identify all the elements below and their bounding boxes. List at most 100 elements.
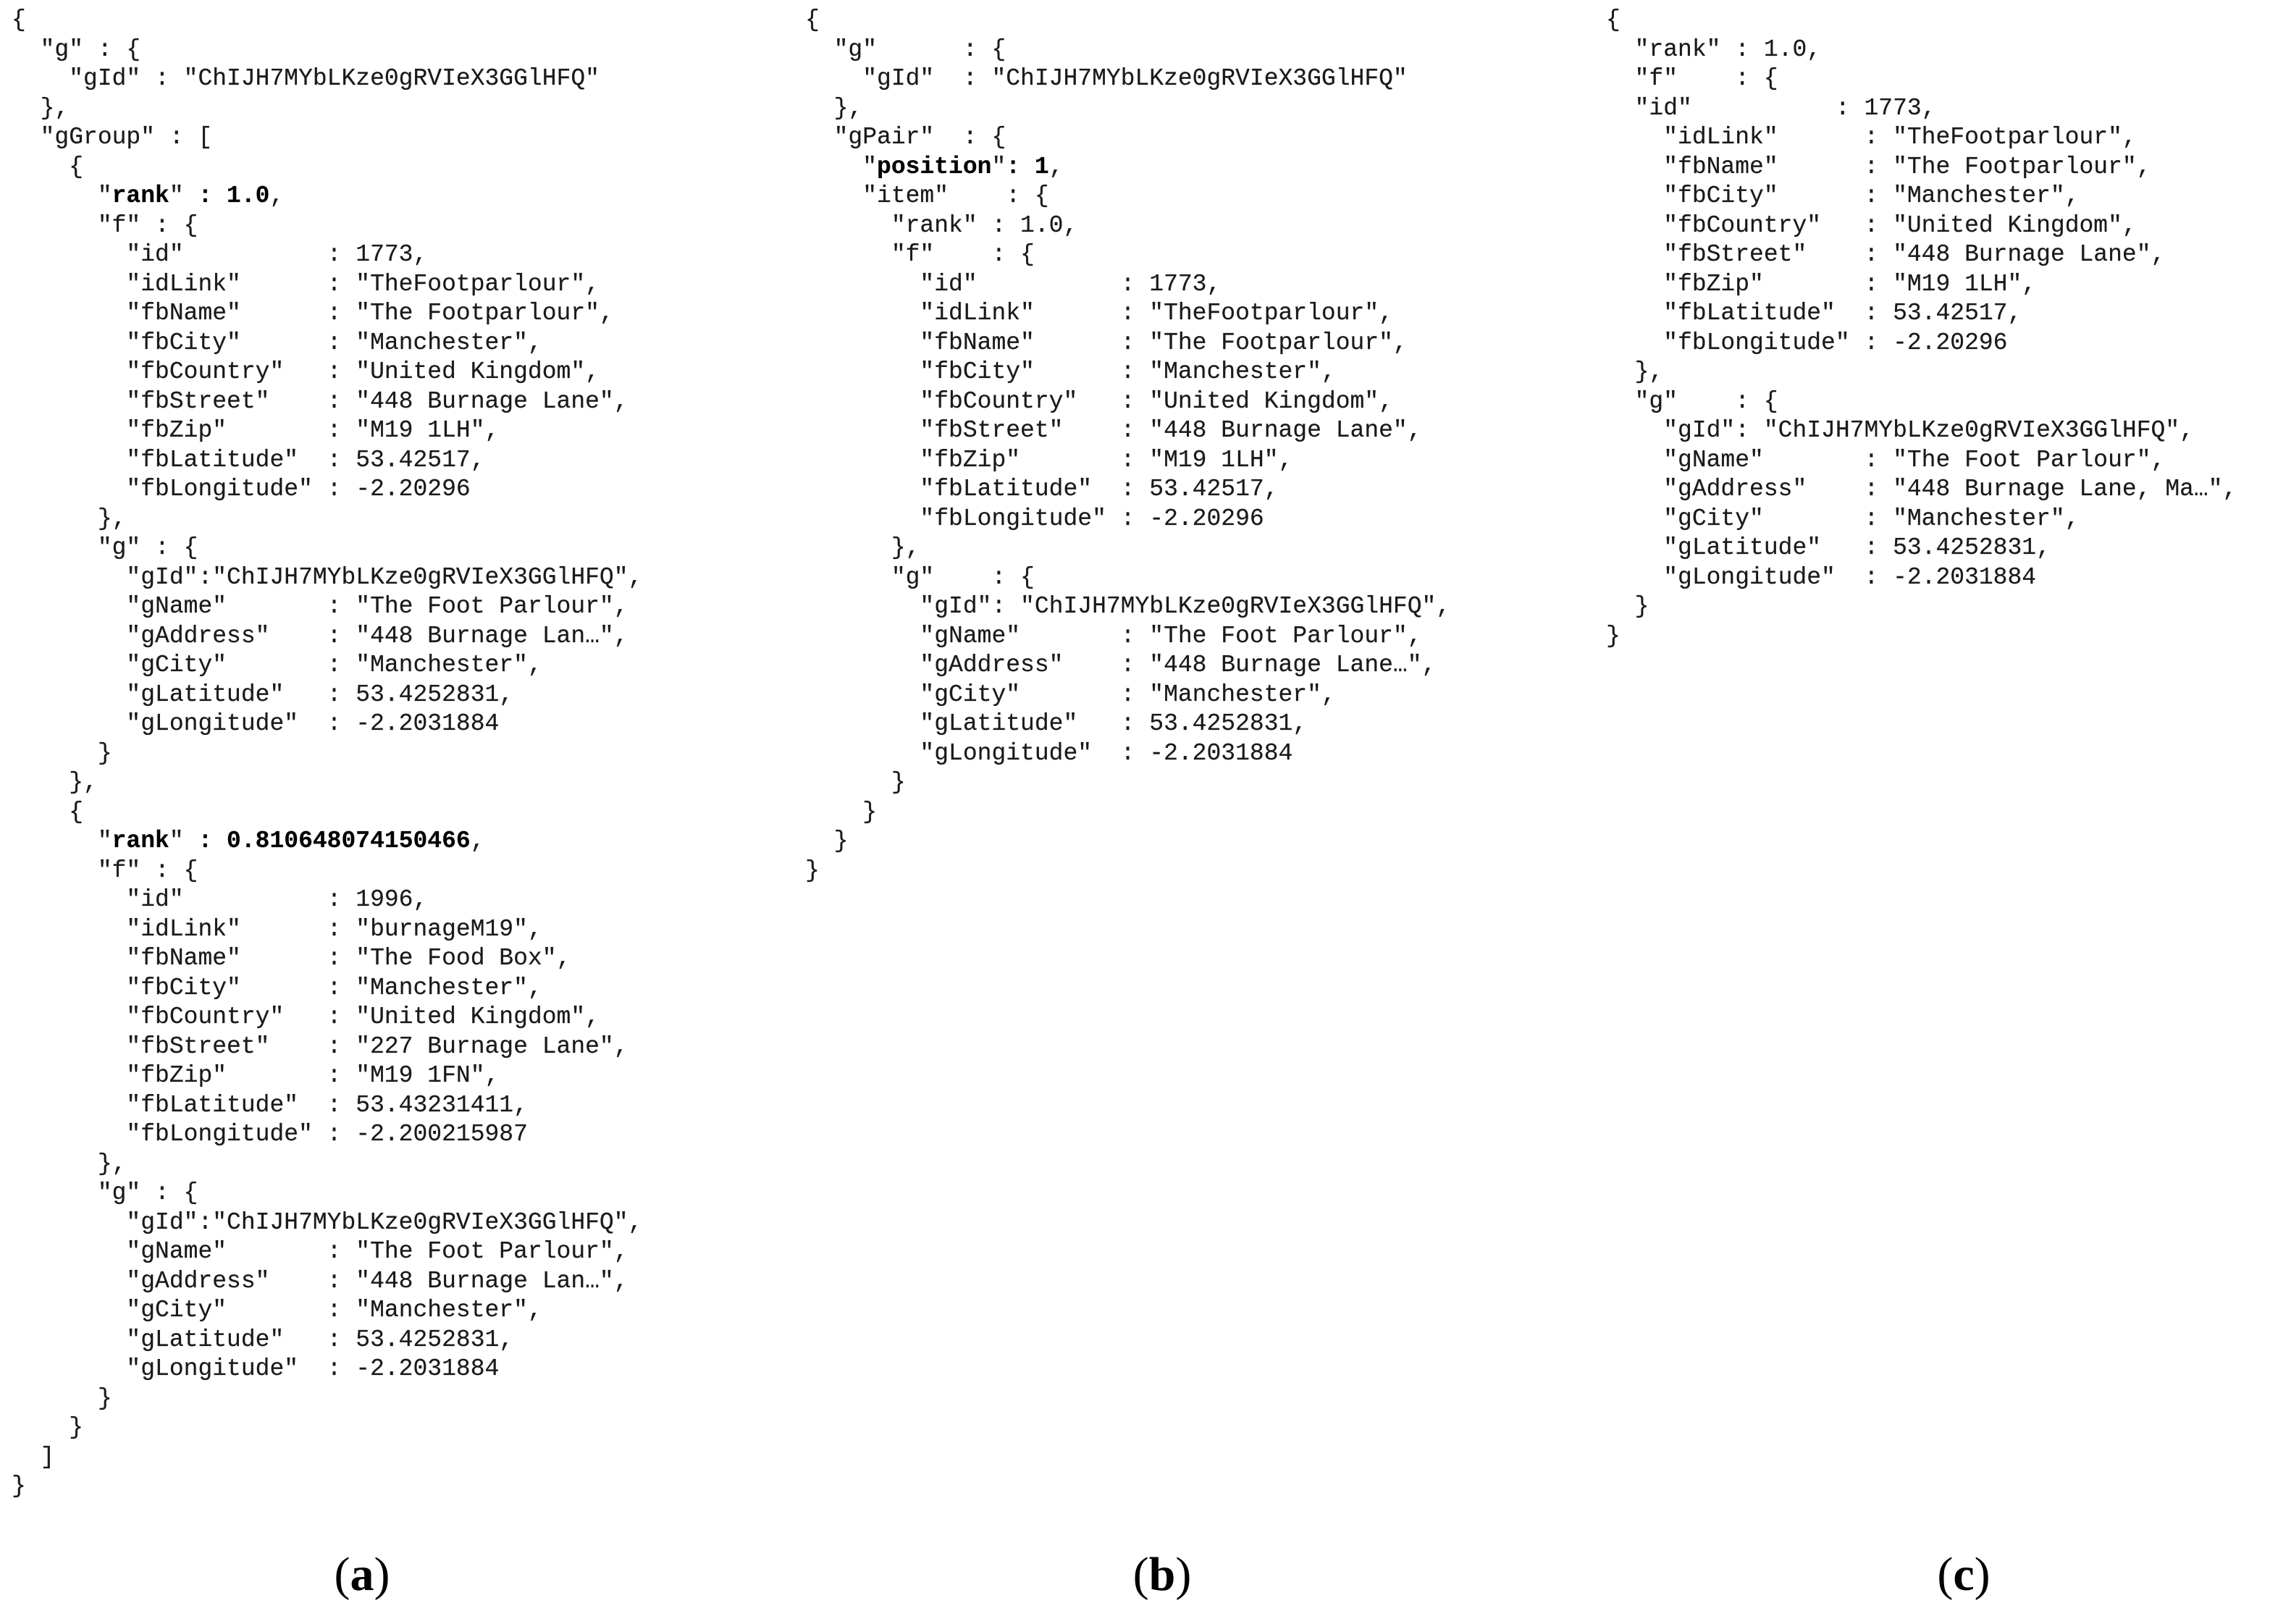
- code-line: "id" : 1773,: [1606, 94, 2237, 124]
- code-line: "position": 1,: [805, 153, 1450, 182]
- code-token: "fbLatitude" : 53.42517,: [805, 476, 1279, 502]
- code-token: ": [169, 828, 198, 854]
- code-line: "gName" : "The Foot Parlour",: [805, 622, 1450, 652]
- code-token: "id" : 1773,: [1606, 94, 1936, 122]
- code-line: "fbCountry" : "United Kingdom",: [1606, 211, 2237, 241]
- code-line: "gLatitude" : 53.4252831,: [12, 1326, 642, 1355]
- code-token: {: [12, 153, 84, 180]
- code-token: }: [1606, 622, 1620, 649]
- code-line: {: [805, 6, 1450, 35]
- code-token: },: [12, 1150, 127, 1177]
- code-token: "rank" : 1.0,: [1606, 35, 1822, 63]
- caption-b: (b): [1133, 1546, 1192, 1604]
- code-line: "fbCountry" : "United Kingdom",: [12, 1003, 642, 1032]
- code-line: }: [805, 827, 1450, 857]
- code-token: "rank" : 1.0,: [805, 211, 1078, 239]
- code-line: "gId" : "ChIJH7MYbLKze0gRVIeX3GGlHFQ": [805, 64, 1450, 94]
- code-token: ,: [1048, 153, 1064, 180]
- code-line: "fbCity" : "Manchester",: [1606, 182, 2237, 211]
- code-line: "rank" : 1.0,: [805, 211, 1450, 241]
- code-line: "gLatitude" : 53.4252831,: [805, 710, 1450, 739]
- code-line: "gId": "ChIJH7MYbLKze0gRVIeX3GGlHFQ",: [1606, 416, 2237, 446]
- code-line: },: [12, 505, 642, 534]
- caption-close-paren: ): [374, 1548, 390, 1601]
- code-token: "g" : {: [12, 1179, 198, 1206]
- code-token: }: [12, 1414, 84, 1441]
- code-line: "gLongitude" : -2.2031884: [12, 710, 642, 739]
- code-token: "gLongitude" : -2.2031884: [12, 1355, 500, 1382]
- caption-open-paren: (: [334, 1548, 350, 1601]
- code-line: },: [1606, 358, 2237, 387]
- code-token: "fbCity" : "Manchester",: [12, 329, 542, 356]
- code-token: "fbZip" : "M19 1LH",: [12, 417, 500, 444]
- code-line: "id" : 1773,: [805, 270, 1450, 300]
- code-line: "gPair" : {: [805, 123, 1450, 153]
- code-token: "gLongitude" : -2.2031884: [12, 710, 500, 737]
- code-token: "g" : {: [12, 534, 198, 561]
- code-line: "idLink" : "burnageM19",: [12, 915, 642, 945]
- code-token: "idLink" : "TheFootparlour",: [1606, 124, 2137, 151]
- code-token: ": [169, 182, 198, 209]
- code-token: "item" : {: [805, 182, 1049, 209]
- code-line: "fbZip" : "M19 1LH",: [12, 416, 642, 446]
- code-line: "gLatitude" : 53.4252831,: [1606, 534, 2237, 563]
- code-line: },: [805, 94, 1450, 124]
- code-token: "fbCity" : "Manchester",: [805, 358, 1336, 385]
- code-line: "gId" : "ChIJH7MYbLKze0gRVIeX3GGlHFQ": [12, 64, 642, 94]
- code-line: "fbName" : "The Footparlour",: [12, 299, 642, 329]
- code-line: "f" : {: [12, 211, 642, 241]
- code-line: "gCity" : "Manchester",: [805, 681, 1450, 710]
- code-token: "fbName" : "The Footparlour",: [12, 300, 614, 327]
- code-block-c: { "rank" : 1.0, "f" : { "id" : 1773, "id…: [1606, 6, 2237, 651]
- code-token: },: [1606, 358, 1664, 385]
- code-line: "g" : {: [1606, 387, 2237, 417]
- code-token: {: [12, 798, 84, 825]
- code-line: ]: [12, 1443, 642, 1473]
- code-line: "gCity" : "Manchester",: [1606, 505, 2237, 534]
- code-token: "fbLongitude" : -2.20296: [805, 505, 1264, 532]
- code-line: "gGroup" : [: [12, 123, 642, 153]
- code-line: "idLink" : "TheFootparlour",: [12, 270, 642, 300]
- code-token: "gName" : "The Foot Parlour",: [12, 1238, 629, 1265]
- code-token: "fbStreet" : "448 Burnage Lane",: [805, 417, 1422, 444]
- code-line: "fbZip" : "M19 1LH",: [805, 446, 1450, 476]
- code-line: }: [805, 768, 1450, 798]
- json-panel-b: { "g" : { "gId" : "ChIJH7MYbLKze0gRVIeX3…: [805, 6, 1450, 885]
- code-token: "fbCountry" : "United Kingdom",: [1606, 211, 2137, 239]
- code-line: "fbCountry" : "United Kingdom",: [12, 358, 642, 387]
- code-token: "fbCountry" : "United Kingdom",: [12, 1004, 600, 1030]
- code-token: "gName" : "The Foot Parlour",: [805, 622, 1422, 649]
- code-line: "fbStreet" : "448 Burnage Lane",: [805, 416, 1450, 446]
- code-line: "g" : {: [12, 1179, 642, 1208]
- json-panel-c: { "rank" : 1.0, "f" : { "id" : 1773, "id…: [1606, 6, 2237, 651]
- code-line: }: [12, 1384, 642, 1414]
- code-token: "fbCity" : "Manchester",: [1606, 182, 2080, 209]
- caption-letter: c: [1953, 1548, 1975, 1601]
- code-token: "fbLatitude" : 53.42517,: [12, 446, 485, 474]
- code-token: },: [12, 94, 70, 122]
- code-token: },: [805, 94, 863, 122]
- code-token: "gLatitude" : 53.4252831,: [12, 681, 514, 708]
- code-token: ,: [470, 828, 485, 854]
- code-token: : 1.0: [198, 182, 270, 209]
- code-token: "fbName" : "The Footparlour",: [805, 329, 1408, 356]
- code-line: "gAddress" : "448 Burnage Lan…",: [12, 1267, 642, 1297]
- code-token: "fbZip" : "M19 1LH",: [1606, 270, 2037, 298]
- code-line: "fbStreet" : "227 Burnage Lane",: [12, 1032, 642, 1062]
- code-line: },: [805, 534, 1450, 563]
- code-line: "fbLatitude" : 53.43231411,: [12, 1091, 642, 1121]
- code-line: "fbStreet" : "448 Burnage Lane",: [12, 387, 642, 417]
- code-line: "fbCity" : "Manchester",: [12, 329, 642, 358]
- code-line: "g" : {: [12, 35, 642, 65]
- code-token: {: [1606, 7, 1620, 33]
- code-token: "fbCity" : "Manchester",: [12, 974, 542, 1001]
- code-token: "gAddress" : "448 Burnage Lan…",: [12, 1267, 629, 1295]
- code-line: "g" : {: [12, 534, 642, 563]
- code-line: "g" : {: [805, 35, 1450, 65]
- code-line: "idLink" : "TheFootparlour",: [805, 299, 1450, 329]
- code-line: "f" : {: [1606, 64, 2237, 94]
- code-token: position: [877, 153, 992, 180]
- code-token: },: [805, 534, 920, 561]
- code-token: "fbZip" : "M19 1LH",: [805, 446, 1293, 474]
- code-line: {: [12, 798, 642, 828]
